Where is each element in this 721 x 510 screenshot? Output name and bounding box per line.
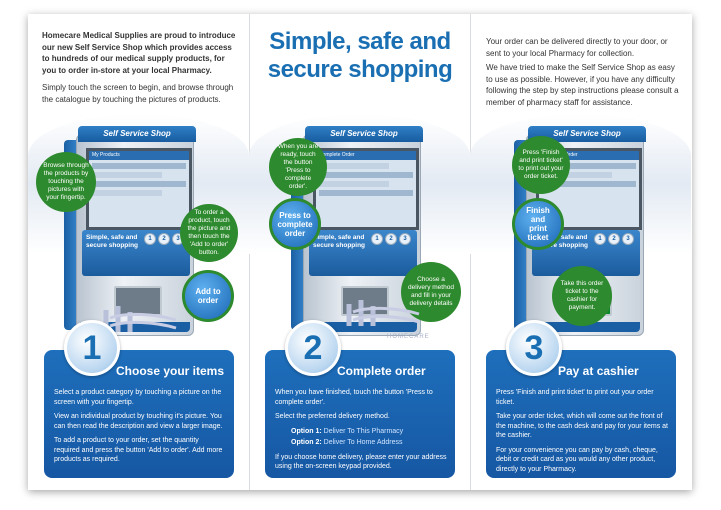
step-body: When you have finished, touch the button… — [275, 388, 447, 477]
finish-and-print-ticket-button: Finish and print ticket — [512, 198, 564, 250]
screen-header: Complete Order — [316, 151, 416, 160]
step-number-1: 1 — [64, 320, 120, 376]
screen-row — [92, 190, 162, 196]
step-paragraph: If you choose home delivery, please ente… — [275, 453, 447, 471]
kiosk-panel-text: Simple, safe and secure shopping — [536, 234, 589, 249]
step-body: Select a product category by touching a … — [54, 388, 226, 470]
bubble-browse: Browse through the products by touching … — [36, 152, 96, 212]
kiosk-title: Self Service Shop — [78, 126, 196, 142]
delivery-option-1: Option 1: Deliver To This Pharmacy — [291, 427, 447, 437]
step-dot-1: 1 — [594, 233, 606, 245]
step-title: Complete order — [337, 364, 426, 378]
step-card-1: Choose your items Select a product categ… — [44, 350, 234, 478]
panel-pay: Your order can be delivered directly to … — [470, 14, 691, 490]
step-paragraph: When you have finished, touch the button… — [275, 389, 433, 406]
delivery-option-2: Option 2: Deliver To Home Address — [291, 438, 447, 448]
kiosk-title: Self Service Shop — [305, 126, 423, 142]
screen-row — [319, 190, 413, 196]
step-number-2: 2 — [285, 320, 341, 376]
screen-row — [319, 163, 389, 169]
kiosk-base — [530, 322, 640, 332]
step-paragraph: Press 'Finish and print ticket' to print… — [496, 389, 654, 406]
screen-row — [92, 181, 186, 187]
kiosk-screen: Complete Order — [313, 148, 419, 230]
option-text: Deliver To Home Address — [323, 439, 403, 446]
intro-text: We have tried to make the Self Service S… — [486, 63, 679, 107]
leaflet: Homecare Medical Supplies are proud to i… — [28, 14, 692, 490]
screen-row — [319, 172, 413, 178]
step-card-2: Complete order When you have finished, t… — [265, 350, 455, 478]
step-dot-1: 1 — [371, 233, 383, 245]
step-paragraph: Take your order ticket, which will come … — [496, 413, 668, 439]
step-dot-2: 2 — [608, 233, 620, 245]
step-card-3: Pay at cashier Press 'Finish and print t… — [486, 350, 676, 478]
bubble-print: Press 'Finish and print ticket' to print… — [512, 136, 570, 194]
kiosk-title: Self Service Shop — [528, 126, 646, 142]
option-text: Deliver To This Pharmacy — [323, 427, 404, 435]
step-title: Choose your items — [116, 364, 225, 378]
intro-text: Simply touch the screen to begin, and br… — [42, 83, 234, 104]
step-title: Pay at cashier — [558, 364, 639, 378]
screen-row — [542, 163, 636, 169]
bubble-delivery: Choose a delivery method and fill in you… — [401, 262, 461, 322]
logo-text: HOMECARE — [387, 334, 430, 340]
step-paragraph: Select the preferred delivery method. — [275, 413, 390, 420]
step-dot-3: 3 — [399, 233, 411, 245]
screen-row — [542, 172, 612, 178]
add-to-order-button: Add to order — [182, 270, 234, 322]
intro-bold-text: Homecare Medical Supplies are proud to i… — [42, 31, 236, 75]
step-dot-2: 2 — [158, 233, 170, 245]
step-dot-1: 1 — [144, 233, 156, 245]
panel-choose: Homecare Medical Supplies are proud to i… — [28, 14, 249, 490]
step-number-3: 3 — [506, 320, 562, 376]
kiosk-panel-text: Simple, safe and secure shopping — [313, 234, 366, 249]
step-dot-2: 2 — [385, 233, 397, 245]
kiosk-base — [307, 322, 417, 332]
option-label: Option 2: — [291, 439, 322, 446]
bubble-order: To order a product, touch the picture an… — [180, 204, 238, 262]
kiosk-panel-text: Simple, safe and secure shopping — [86, 234, 139, 249]
kiosk-base — [80, 322, 190, 332]
headline: Simple, safe and secure shopping — [267, 28, 453, 83]
screen-row — [542, 181, 636, 187]
bubble-take-ticket: Take this order ticket to the cashier fo… — [552, 266, 612, 326]
step-body: Press 'Finish and print ticket' to print… — [496, 388, 668, 479]
screen-header: My Products — [89, 151, 189, 160]
kiosk-screen: My Products — [86, 148, 192, 230]
screen-row — [92, 163, 186, 169]
step-paragraph: Select a product category by touching a … — [54, 389, 222, 406]
brand-logo — [346, 300, 420, 326]
screen-row — [319, 181, 389, 187]
intro-text: Your order can be delivered directly to … — [486, 37, 668, 58]
kiosk-image: Self Service Shop My Products Simple, sa… — [58, 126, 198, 336]
bubble-ready: When you are ready, touch the button 'Pr… — [269, 138, 327, 196]
step-paragraph: To add a product to your order, set the … — [54, 437, 223, 463]
screen-row — [92, 172, 162, 178]
step-paragraph: View an individual product by touching i… — [54, 413, 223, 430]
press-to-complete-order-button: Press to complete order — [269, 198, 321, 250]
step-paragraph: For your convenience you can pay by cash… — [496, 446, 658, 473]
panel-complete: Simple, safe and secure shopping Self Se… — [249, 14, 470, 490]
option-label: Option 1: — [291, 427, 322, 435]
step-dot-3: 3 — [622, 233, 634, 245]
